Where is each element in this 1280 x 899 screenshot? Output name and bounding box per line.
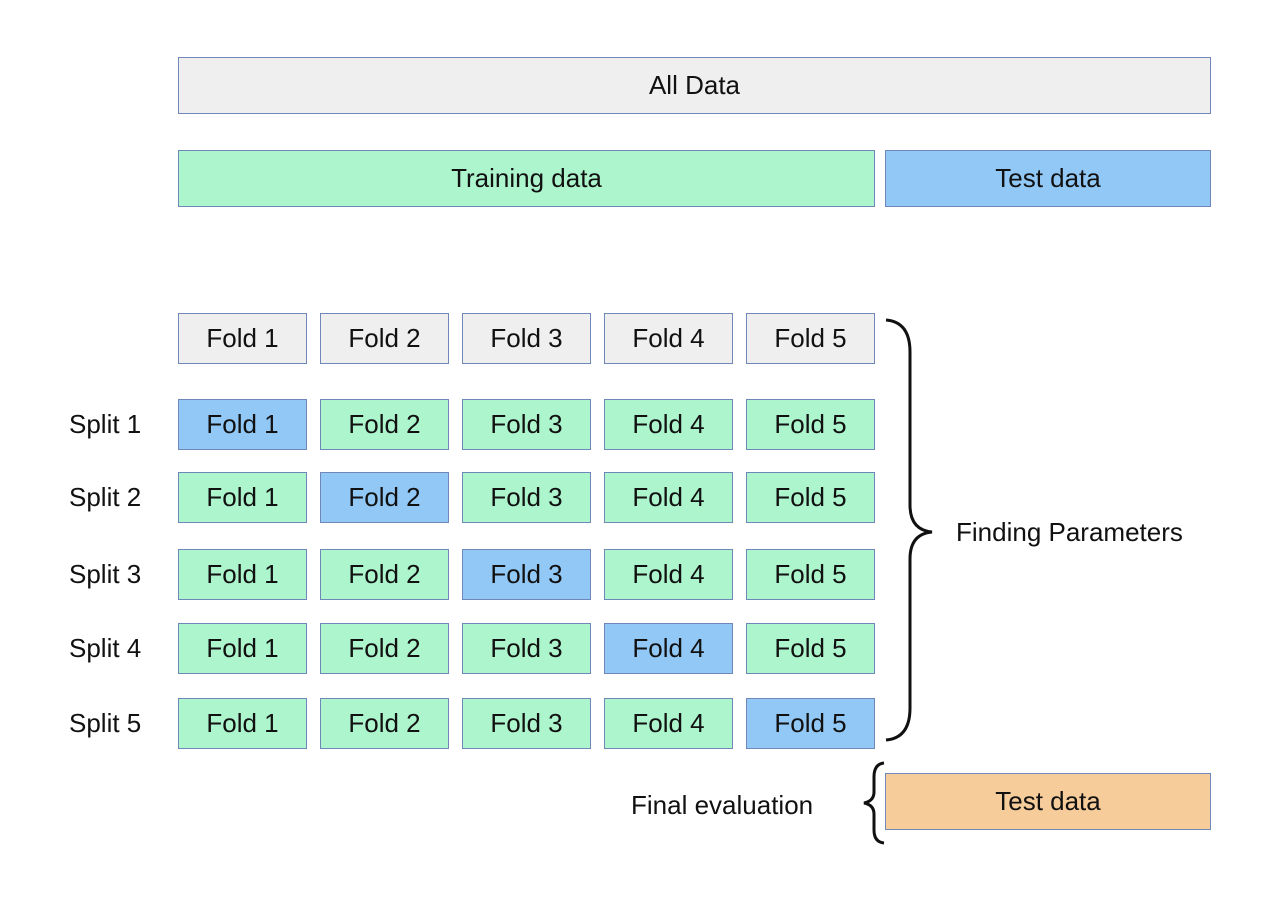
split-3-fold-4-label: Fold 4 <box>632 559 705 589</box>
split-3-fold-5-label: Fold 5 <box>774 559 847 589</box>
split-1-fold-4-label: Fold 4 <box>632 409 705 439</box>
split-2-fold-5: Fold 5 <box>746 472 875 523</box>
split-1-fold-1: Fold 1 <box>178 399 307 450</box>
split-2-fold-1-label: Fold 1 <box>206 482 279 512</box>
split-5-fold-4-label: Fold 4 <box>632 708 705 738</box>
all-data-bar: All Data <box>178 57 1211 114</box>
fold-header-5: Fold 5 <box>746 313 875 364</box>
split-5-fold-1-label: Fold 1 <box>206 708 279 738</box>
fold-header-5-label: Fold 5 <box>774 323 847 353</box>
split-1-fold-3-label: Fold 3 <box>490 409 563 439</box>
split-1-fold-3: Fold 3 <box>462 399 591 450</box>
training-data-bar: Training data <box>178 150 875 207</box>
split-3-fold-1-label: Fold 1 <box>206 559 279 589</box>
fold-header-2-label: Fold 2 <box>348 323 421 353</box>
split-2-fold-1: Fold 1 <box>178 472 307 523</box>
split-5-fold-5-label: Fold 5 <box>774 708 847 738</box>
split-label-1: Split 1 <box>69 409 142 439</box>
split-2-fold-4: Fold 4 <box>604 472 733 523</box>
split-4-fold-4-label: Fold 4 <box>632 633 705 663</box>
split-3-fold-3-label: Fold 3 <box>490 559 563 589</box>
split-4-fold-3-label: Fold 3 <box>490 633 563 663</box>
split-1-fold-2-label: Fold 2 <box>348 409 421 439</box>
split-5-fold-3: Fold 3 <box>462 698 591 749</box>
split-2-fold-5-label: Fold 5 <box>774 482 847 512</box>
split-4-fold-5: Fold 5 <box>746 623 875 674</box>
fold-header-4-label: Fold 4 <box>632 323 705 353</box>
split-label-2: Split 2 <box>69 482 142 512</box>
final-evaluation-brace <box>863 761 885 845</box>
split-label-5: Split 5 <box>69 708 142 738</box>
split-2-fold-2-label: Fold 2 <box>348 482 421 512</box>
split-1-fold-2: Fold 2 <box>320 399 449 450</box>
split-3-fold-1: Fold 1 <box>178 549 307 600</box>
split-3-fold-5: Fold 5 <box>746 549 875 600</box>
split-4-fold-4: Fold 4 <box>604 623 733 674</box>
split-1-fold-4: Fold 4 <box>604 399 733 450</box>
split-label-4: Split 4 <box>69 633 142 663</box>
final-evaluation-label: Final evaluation <box>631 790 814 820</box>
split-3-fold-2: Fold 2 <box>320 549 449 600</box>
all-data-label: All Data <box>648 70 741 100</box>
fold-header-1-label: Fold 1 <box>206 323 279 353</box>
split-5-fold-4: Fold 4 <box>604 698 733 749</box>
split-4-fold-1: Fold 1 <box>178 623 307 674</box>
fold-header-3: Fold 3 <box>462 313 591 364</box>
split-2-fold-3: Fold 3 <box>462 472 591 523</box>
final-test-data-label: Test data <box>995 786 1101 816</box>
split-2-fold-2: Fold 2 <box>320 472 449 523</box>
split-1-fold-5: Fold 5 <box>746 399 875 450</box>
split-1-fold-5-label: Fold 5 <box>774 409 847 439</box>
split-4-fold-3: Fold 3 <box>462 623 591 674</box>
split-4-fold-2: Fold 2 <box>320 623 449 674</box>
split-3-fold-4: Fold 4 <box>604 549 733 600</box>
split-2-fold-3-label: Fold 3 <box>490 482 563 512</box>
split-5-fold-2-label: Fold 2 <box>348 708 421 738</box>
test-data-label: Test data <box>995 163 1101 193</box>
fold-header-4: Fold 4 <box>604 313 733 364</box>
fold-header-2: Fold 2 <box>320 313 449 364</box>
split-2-fold-4-label: Fold 4 <box>632 482 705 512</box>
fold-header-1: Fold 1 <box>178 313 307 364</box>
split-4-fold-1-label: Fold 1 <box>206 633 279 663</box>
split-1-fold-1-label: Fold 1 <box>206 409 279 439</box>
split-5-fold-1: Fold 1 <box>178 698 307 749</box>
test-data-bar: Test data <box>885 150 1211 207</box>
training-data-label: Training data <box>451 163 602 193</box>
split-4-fold-5-label: Fold 5 <box>774 633 847 663</box>
fold-header-3-label: Fold 3 <box>490 323 563 353</box>
final-test-data-bar: Test data <box>885 773 1211 830</box>
split-5-fold-3-label: Fold 3 <box>490 708 563 738</box>
split-4-fold-2-label: Fold 2 <box>348 633 421 663</box>
split-3-fold-2-label: Fold 2 <box>348 559 421 589</box>
split-3-fold-3: Fold 3 <box>462 549 591 600</box>
split-5-fold-2: Fold 2 <box>320 698 449 749</box>
split-5-fold-5: Fold 5 <box>746 698 875 749</box>
finding-parameters-label: Finding Parameters <box>956 517 1183 547</box>
split-label-3: Split 3 <box>69 559 142 589</box>
